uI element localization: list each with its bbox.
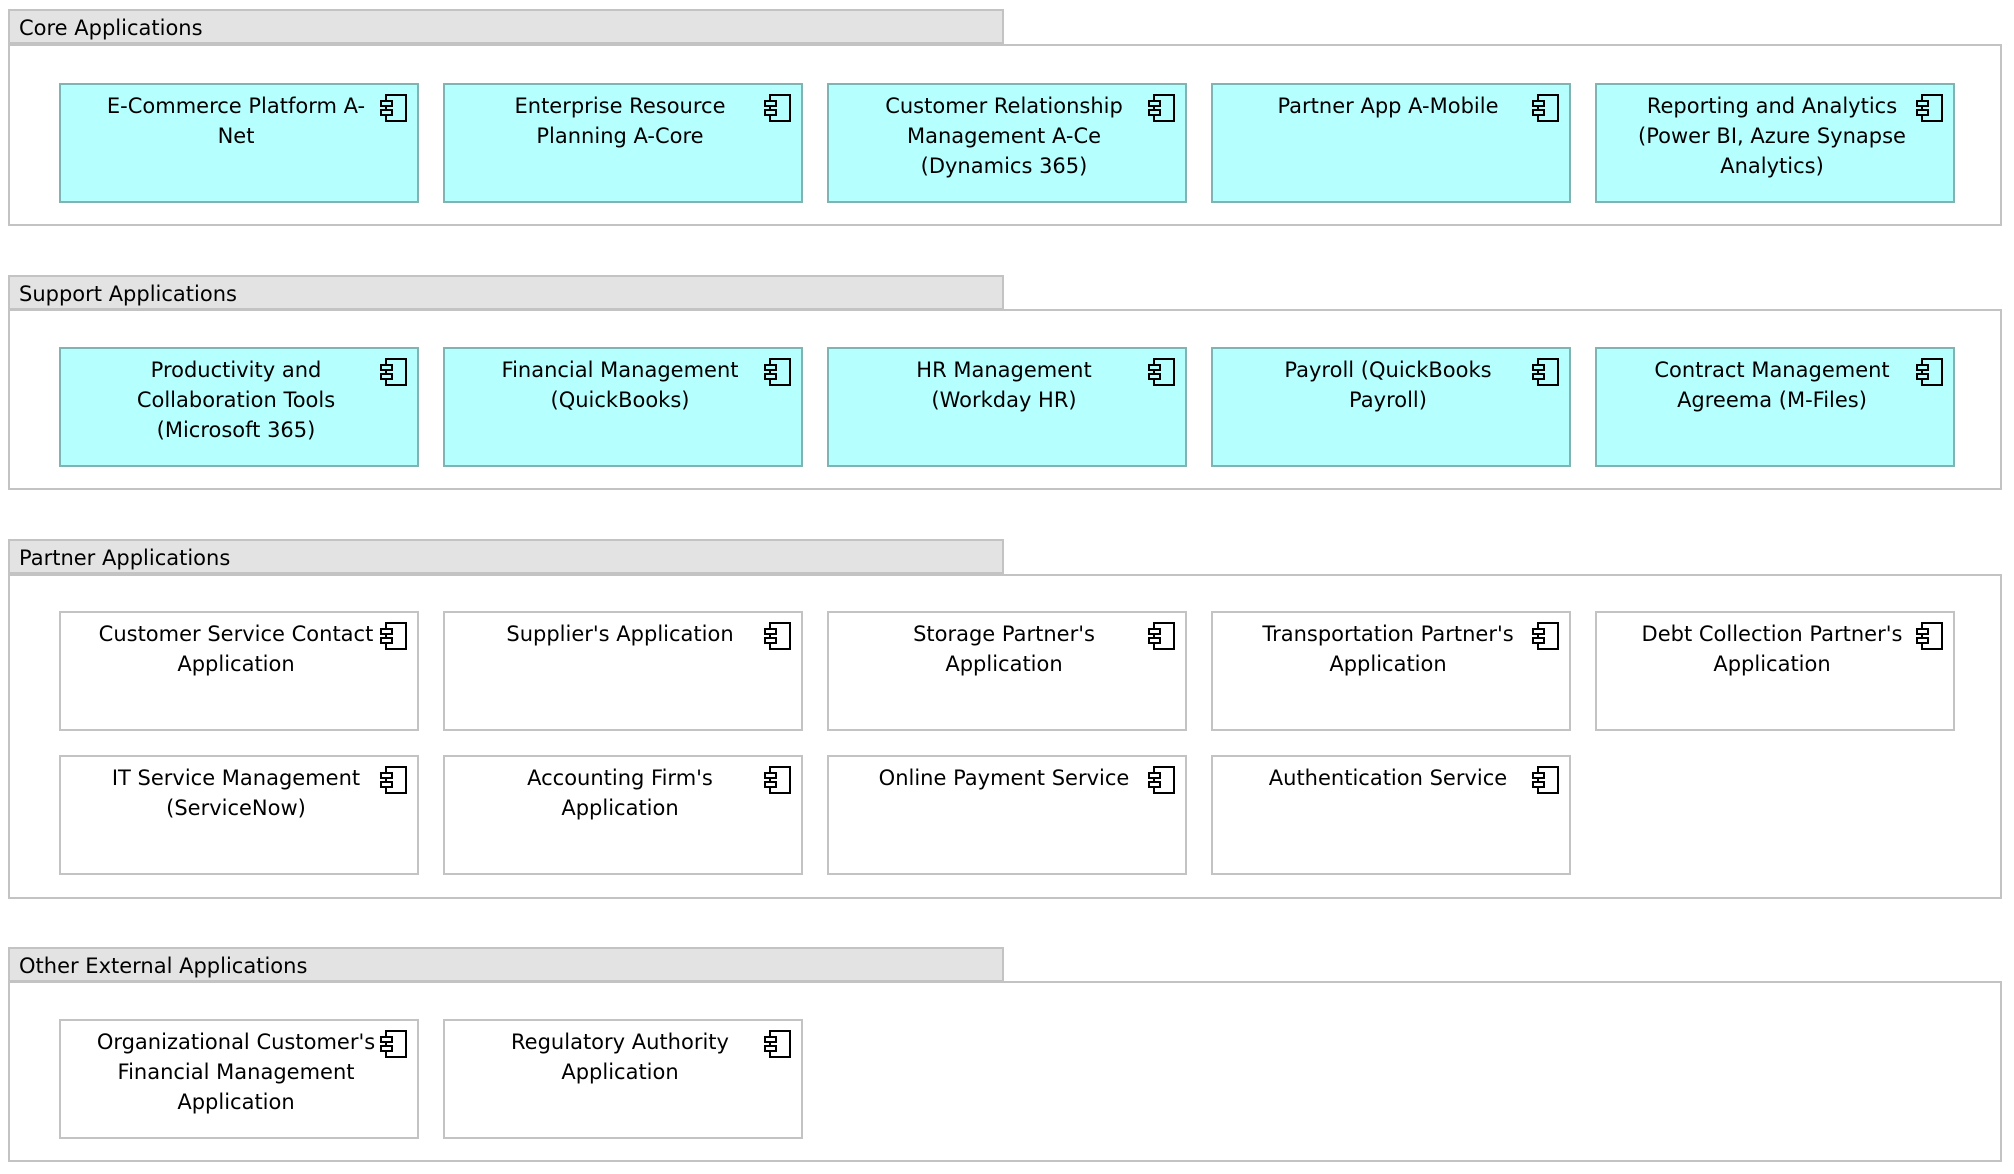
app-component-node[interactable]: Online Payment Service — [827, 755, 1187, 875]
application-component-icon — [1916, 358, 1943, 386]
node-label: Contract Management Agreema (M-Files) — [1654, 358, 1890, 412]
application-component-icon — [1148, 766, 1175, 794]
app-component-node[interactable]: Payroll (QuickBooks Payroll) — [1211, 347, 1571, 467]
app-component-node[interactable]: Customer Relationship Management A-Ce (D… — [827, 83, 1187, 203]
group-title: Core Applications — [19, 16, 203, 40]
node-label: Transportation Partner's Application — [1262, 622, 1514, 676]
node-label: Regulatory Authority Application — [511, 1030, 729, 1084]
node-label: IT Service Management (ServiceNow) — [111, 766, 361, 820]
app-component-node[interactable]: Organizational Customer's Financial Mana… — [59, 1019, 419, 1139]
node-label: Partner App A-Mobile — [1277, 94, 1499, 118]
node-label: Organizational Customer's Financial Mana… — [96, 1030, 376, 1114]
node-label: Debt Collection Partner's Application — [1641, 622, 1903, 676]
group-header-partner-applications: Partner Applications — [8, 539, 1004, 574]
node-label: Customer Relationship Management A-Ce (D… — [885, 94, 1123, 178]
app-component-node[interactable]: Storage Partner's Application — [827, 611, 1187, 731]
app-component-node[interactable]: Productivity and Collaboration Tools (Mi… — [59, 347, 419, 467]
app-component-node[interactable]: Enterprise Resource Planning A-Core — [443, 83, 803, 203]
application-component-icon — [380, 358, 407, 386]
node-label: Enterprise Resource Planning A-Core — [514, 94, 726, 148]
app-component-node[interactable]: Transportation Partner's Application — [1211, 611, 1571, 731]
application-component-icon — [764, 94, 791, 122]
app-component-node[interactable]: Supplier's Application — [443, 611, 803, 731]
node-label: Storage Partner's Application — [913, 622, 1095, 676]
application-component-icon — [764, 1030, 791, 1058]
node-label: Accounting Firm's Application — [527, 766, 713, 820]
app-component-node[interactable]: Financial Management (QuickBooks) — [443, 347, 803, 467]
app-component-node[interactable]: Partner App A-Mobile — [1211, 83, 1571, 203]
app-component-node[interactable]: Authentication Service — [1211, 755, 1571, 875]
group-title: Other External Applications — [19, 954, 308, 978]
app-component-node[interactable]: Regulatory Authority Application — [443, 1019, 803, 1139]
app-component-node[interactable]: Contract Management Agreema (M-Files) — [1595, 347, 1955, 467]
app-component-node[interactable]: IT Service Management (ServiceNow) — [59, 755, 419, 875]
node-label: HR Management (Workday HR) — [916, 358, 1092, 412]
app-component-node[interactable]: HR Management (Workday HR) — [827, 347, 1187, 467]
application-component-icon — [764, 622, 791, 650]
group-header-core-applications: Core Applications — [8, 9, 1004, 44]
application-component-icon — [1148, 358, 1175, 386]
app-component-node[interactable]: Debt Collection Partner's Application — [1595, 611, 1955, 731]
group-header-support-applications: Support Applications — [8, 275, 1004, 310]
application-component-icon — [380, 94, 407, 122]
node-label: Payroll (QuickBooks Payroll) — [1284, 358, 1492, 412]
node-label: Productivity and Collaboration Tools (Mi… — [136, 358, 336, 442]
node-label: Reporting and Analytics (Power BI, Azure… — [1638, 94, 1906, 178]
node-label: Financial Management (QuickBooks) — [501, 358, 739, 412]
node-label: Customer Service Contact Application — [98, 622, 374, 676]
node-label: Authentication Service — [1268, 766, 1508, 790]
application-component-icon — [1148, 622, 1175, 650]
node-label: Supplier's Application — [506, 622, 734, 646]
application-component-icon — [1532, 766, 1559, 794]
application-component-icon — [764, 766, 791, 794]
application-component-icon — [1532, 358, 1559, 386]
group-title: Partner Applications — [19, 546, 231, 570]
app-component-node[interactable]: E-Commerce Platform A-Net — [59, 83, 419, 203]
application-component-icon — [380, 622, 407, 650]
application-component-icon — [1916, 622, 1943, 650]
application-component-icon — [1532, 622, 1559, 650]
application-component-icon — [764, 358, 791, 386]
application-component-icon — [1148, 94, 1175, 122]
app-component-node[interactable]: Reporting and Analytics (Power BI, Azure… — [1595, 83, 1955, 203]
application-component-icon — [380, 766, 407, 794]
group-title: Support Applications — [19, 282, 237, 306]
application-component-icon — [1532, 94, 1559, 122]
app-component-node[interactable]: Customer Service Contact Application — [59, 611, 419, 731]
application-component-icon — [1916, 94, 1943, 122]
app-component-node[interactable]: Accounting Firm's Application — [443, 755, 803, 875]
application-component-icon — [380, 1030, 407, 1058]
node-label: Online Payment Service — [878, 766, 1130, 790]
node-label: E-Commerce Platform A-Net — [106, 94, 366, 148]
group-header-other-external-applications: Other External Applications — [8, 947, 1004, 982]
